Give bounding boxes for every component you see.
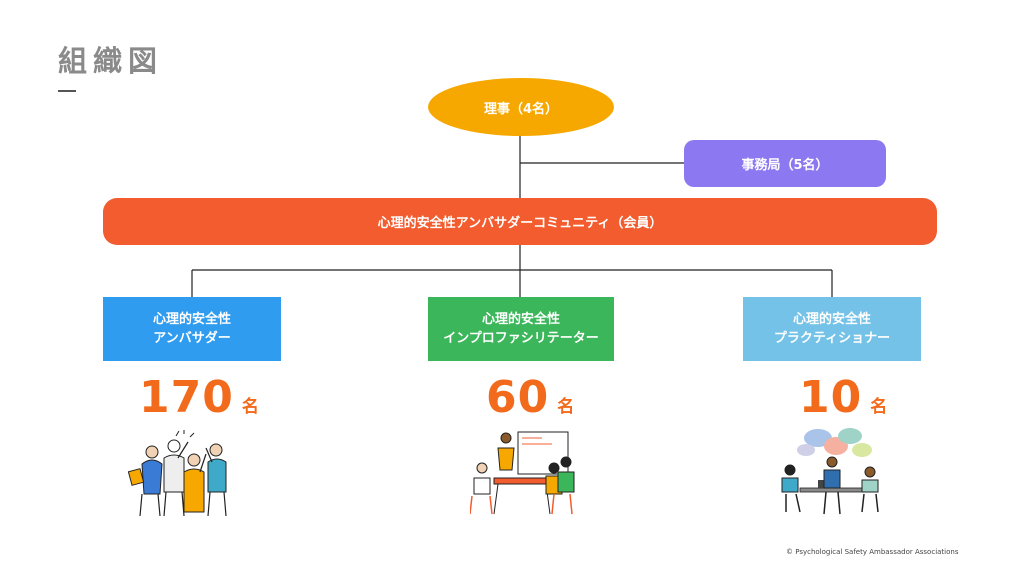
role-line1: 心理的安全性 <box>481 312 560 327</box>
count-unit: 名 <box>241 397 259 417</box>
board-label: 理事（4名） <box>483 101 559 117</box>
role-line1: 心理的安全性 <box>152 312 231 327</box>
copyright-notice: © Psychological Safety Ambassador Associ… <box>786 548 959 556</box>
community-node: 心理的安全性アンバサダーコミュニティ（会員） <box>103 198 937 245</box>
discussion-illustration <box>781 428 879 515</box>
group-cheering-illustration <box>128 430 227 517</box>
title-underline <box>58 90 76 92</box>
count-number: 60 <box>486 372 550 423</box>
count-number: 10 <box>799 372 863 423</box>
count-number: 170 <box>139 372 234 423</box>
role-line2: プラクティショナー <box>773 331 891 346</box>
role-line1: 心理的安全性 <box>792 312 871 327</box>
team-meeting-illustration <box>470 431 575 515</box>
facilitator-count: 60 名 <box>486 372 574 423</box>
board-node: 理事（4名） <box>428 78 614 136</box>
secretariat-label: 事務局（5名） <box>741 158 829 173</box>
role-box-ambassador: 心理的安全性 アンバサダー <box>103 297 281 361</box>
page-title: 組織図 <box>58 44 164 78</box>
count-unit: 名 <box>557 397 575 417</box>
role-line2: アンバサダー <box>153 331 231 346</box>
secretariat-node: 事務局（5名） <box>684 140 886 187</box>
ambassador-count: 170 名 <box>139 372 259 423</box>
role-box-practitioner: 心理的安全性 プラクティショナー <box>743 297 921 361</box>
role-box-improv-facilitator: 心理的安全性 インプロファシリテーター <box>428 297 614 361</box>
count-unit: 名 <box>870 397 888 417</box>
practitioner-count: 10 名 <box>799 372 887 423</box>
role-line2: インプロファシリテーター <box>443 331 599 346</box>
community-label: 心理的安全性アンバサダーコミュニティ（会員） <box>377 216 663 231</box>
